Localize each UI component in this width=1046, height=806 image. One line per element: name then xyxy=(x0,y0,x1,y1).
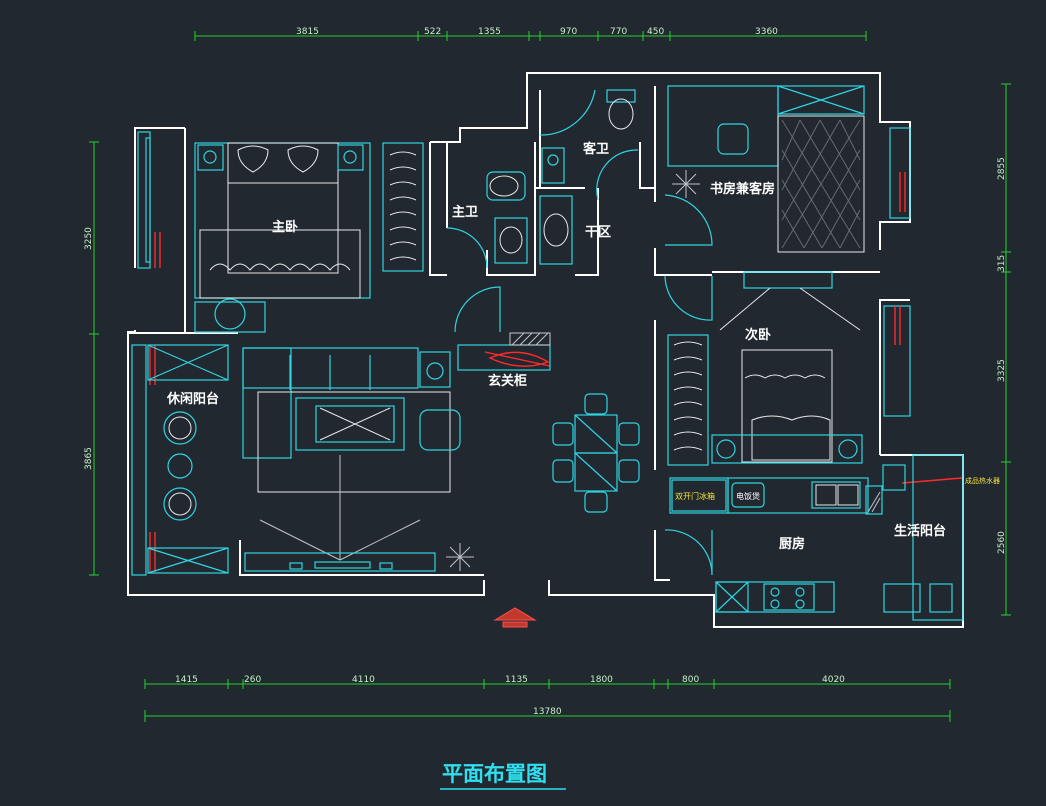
living-room-furniture xyxy=(242,347,474,572)
dim-left-0: 3250 xyxy=(84,227,94,250)
dim-top-0: 3815 xyxy=(296,27,319,37)
label-dry-area: 干区 xyxy=(585,225,611,240)
dim-right-3: 2560 xyxy=(997,531,1007,554)
leisure-balcony-furniture xyxy=(147,344,229,574)
dim-bottom-2: 4110 xyxy=(352,675,375,685)
dimension-right: 2855 315 3325 2560 xyxy=(997,83,1011,616)
dim-top-6: 3360 xyxy=(755,27,778,37)
dim-right-0: 2855 xyxy=(997,157,1007,180)
dim-left-1: 3865 xyxy=(84,447,94,470)
label-rice-cooker: 电饭煲 xyxy=(736,491,760,501)
dimension-left: 3250 3865 xyxy=(84,141,99,576)
room-labels: 主卧 主卫 客卫 干区 书房兼客房 次卧 休闲阳台 玄关柜 厨房 生活阳台 双开… xyxy=(166,141,1000,552)
dim-bottom-1: 260 xyxy=(244,675,261,685)
label-guest-bath: 客卫 xyxy=(583,141,609,157)
guest-bath-fixtures xyxy=(539,89,636,265)
doors xyxy=(446,89,713,576)
label-water-heater: 成品热水器 xyxy=(965,476,1000,485)
dim-top-3: 970 xyxy=(560,27,577,37)
drawing-title: 平面布置图 xyxy=(442,762,547,786)
label-master-bath: 主卫 xyxy=(452,204,478,220)
label-leisure-balcony: 休闲阳台 xyxy=(166,391,219,407)
label-second-bedroom: 次卧 xyxy=(745,327,771,343)
entry-cabinet-furniture xyxy=(457,332,551,371)
dim-bottom-6: 4020 xyxy=(822,675,845,685)
dim-top-5: 450 xyxy=(647,27,664,37)
dim-bottom-3: 1135 xyxy=(505,675,528,685)
windows xyxy=(131,127,911,576)
label-master-bedroom: 主卧 xyxy=(272,219,298,235)
dim-bottom-5: 800 xyxy=(682,675,699,685)
dim-bottom-0: 1415 xyxy=(175,675,198,685)
dim-top-1: 522 xyxy=(424,27,441,37)
label-study-guest: 书房兼客房 xyxy=(710,181,775,197)
second-bedroom-furniture xyxy=(667,271,863,466)
dim-right-1: 315 xyxy=(997,255,1007,272)
study-furniture xyxy=(667,85,865,253)
label-fridge: 双开门冰箱 xyxy=(675,491,715,501)
red-accent-marks xyxy=(149,172,963,572)
utility-balcony-fixtures xyxy=(865,454,964,621)
label-utility-balcony: 生活阳台 xyxy=(894,523,946,539)
dining-furniture xyxy=(552,393,640,513)
dim-top-4: 770 xyxy=(610,27,627,37)
master-bath-fixtures xyxy=(486,171,528,264)
label-kitchen: 厨房 xyxy=(779,536,805,552)
dim-right-2: 3325 xyxy=(997,359,1007,382)
dim-bottom-total: 13780 xyxy=(533,707,562,717)
dim-bottom-4: 1800 xyxy=(590,675,613,685)
master-bedroom-furniture xyxy=(194,142,424,333)
dim-top-2: 1355 xyxy=(478,27,501,37)
entrance-arrow-icon xyxy=(493,607,537,628)
dimension-bottom: 1415 260 4110 1135 1800 800 4020 13780 xyxy=(144,675,951,722)
kitchen-furniture xyxy=(669,477,869,613)
label-entry-cabinet: 玄关柜 xyxy=(488,373,527,389)
dimension-top: 3815 522 1355 970 770 450 3360 xyxy=(194,27,867,41)
